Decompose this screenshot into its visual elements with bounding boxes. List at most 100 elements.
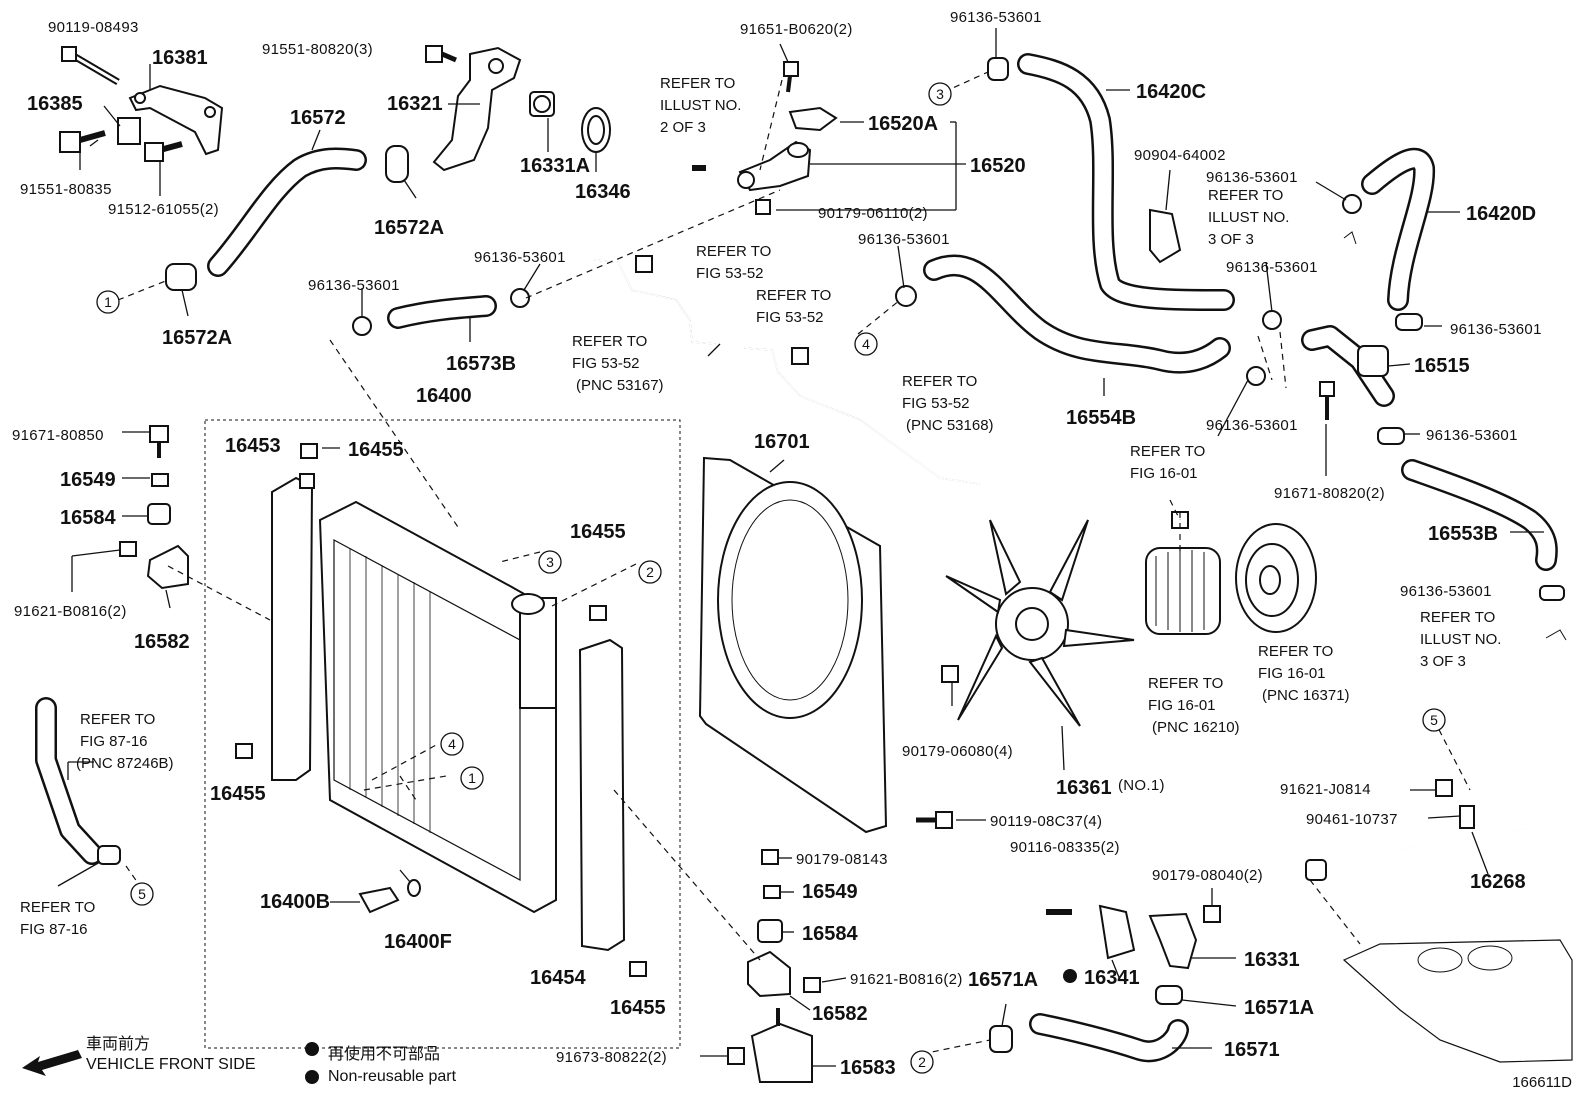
label-16549-lower: 16549 xyxy=(802,881,858,903)
pn-96136-53601-top: 96136-53601 xyxy=(950,9,1042,26)
dashed-leaders xyxy=(117,71,1471,1055)
callout-3-top: 3 xyxy=(928,82,952,106)
nut-90179-06110 xyxy=(755,199,771,215)
legend-front-jp: 車両前方 xyxy=(86,1036,151,1053)
svg-text:FIG 16-01: FIG 16-01 xyxy=(1148,697,1216,714)
label-16331: 16331 xyxy=(1244,949,1300,971)
svg-text:5: 5 xyxy=(1430,712,1438,728)
water-inlet-16331 xyxy=(1148,912,1198,970)
label-16571A-right: 16571A xyxy=(1244,997,1314,1019)
gasket-16341 xyxy=(1098,904,1136,960)
svg-text:2: 2 xyxy=(918,1054,926,1070)
clamp-96136-53601-j xyxy=(1539,585,1565,601)
pn-90116-08335: 90116-08335(2) xyxy=(1010,839,1120,856)
svg-text:FIG 53-52: FIG 53-52 xyxy=(572,355,640,372)
svg-text:3: 3 xyxy=(936,86,944,102)
hose-16571 xyxy=(1029,1013,1189,1063)
legend-nonreuse-jp: 再使用不可部品 xyxy=(328,1046,441,1063)
label-16583: 16583 xyxy=(840,1057,896,1079)
bolt-91671-80820 xyxy=(1319,381,1335,420)
cushion-16584-left xyxy=(147,503,171,525)
ref-fig-53-52-b: REFER TO FIG 53-52 xyxy=(756,287,831,326)
svg-text:ILLUST NO.: ILLUST NO. xyxy=(660,97,741,114)
svg-text:REFER TO: REFER TO xyxy=(902,373,977,390)
bolt-16455-b xyxy=(589,605,607,621)
label-16571A-left: 16571A xyxy=(968,969,1038,991)
pn-91621-B0816-lower: 91621-B0816(2) xyxy=(850,971,963,988)
pn-91551-80820: 91551-80820(3) xyxy=(262,41,373,58)
clamp-16572A-lower xyxy=(165,263,197,291)
engine-outline xyxy=(1342,939,1573,1063)
label-16453: 16453 xyxy=(225,435,281,457)
svg-text:(PNC 53168): (PNC 53168) xyxy=(906,417,994,434)
clamp-96136-53601-g xyxy=(1262,310,1282,330)
callout-1-left: 1 xyxy=(96,290,120,314)
label-16515: 16515 xyxy=(1414,355,1470,377)
pn-91621-B0816-left: 91621-B0816(2) xyxy=(14,603,127,620)
label-16553B: 16553B xyxy=(1428,523,1498,545)
label-16582-left: 16582 xyxy=(134,631,190,653)
label-16572A-lower: 16572A xyxy=(162,327,232,349)
pn-91551-80835: 91551-80835 xyxy=(20,181,112,198)
svg-text:FIG 16-01: FIG 16-01 xyxy=(1130,465,1198,482)
radiator-assembly-box xyxy=(204,419,681,1049)
pn-90179-06080: 90179-06080(4) xyxy=(902,743,1013,760)
drain-cock-16400B xyxy=(358,886,400,914)
svg-text:2 OF 3: 2 OF 3 xyxy=(660,119,706,136)
cushion-16385 xyxy=(117,117,141,145)
nut-90179-08040 xyxy=(1203,905,1221,923)
fan-pulley xyxy=(1235,523,1317,633)
bracket-16582-left xyxy=(146,544,189,590)
hose-16573B xyxy=(387,295,497,329)
pn-90179-08040: 90179-08040(2) xyxy=(1152,867,1263,884)
collar-16549-left xyxy=(151,473,169,487)
ref-illust-3of3-a: REFER TO ILLUST NO. 3 OF 3 xyxy=(1208,187,1289,248)
pn-90119-08493: 90119-08493 xyxy=(48,19,139,36)
pipe-16515 xyxy=(1301,325,1395,407)
pn-96136-53601-c: 96136-53601 xyxy=(858,231,950,248)
hose-16420D xyxy=(1361,147,1436,311)
clip-90904-64002 xyxy=(1149,208,1182,264)
clamp-96136-53601-f xyxy=(1395,313,1423,331)
svg-text:FIG 87-16: FIG 87-16 xyxy=(20,921,88,938)
label-16400: 16400 xyxy=(416,385,472,407)
pn-91512-61055: 91512-61055(2) xyxy=(108,201,219,218)
svg-text:ILLUST NO.: ILLUST NO. xyxy=(1420,631,1501,648)
svg-text:REFER TO: REFER TO xyxy=(1258,643,1333,660)
bolt-16455-c xyxy=(235,743,253,759)
ref-fig-87-16-pnc87246b: REFER TO FIG 87-16 (PNC 87246B) xyxy=(76,711,174,772)
pn-91671-80820: 91671-80820(2) xyxy=(1274,485,1385,502)
legend-dot-jp xyxy=(305,1042,319,1056)
oil-cooler-tube-upper xyxy=(593,255,717,345)
bolt-91621-J0814 xyxy=(1435,779,1453,797)
bracket-16583 xyxy=(750,1008,813,1083)
bracket-16381 xyxy=(128,84,224,156)
bolt-91671-80850 xyxy=(149,425,169,458)
callout-2-radiator: 2 xyxy=(638,560,662,584)
clamp-96136-53601-e xyxy=(1342,194,1362,214)
pn-96136-53601-d: 96136-53601 xyxy=(474,249,566,266)
o-ring-16400F xyxy=(407,879,421,897)
label-16549-left: 16549 xyxy=(60,469,116,491)
collar-16549-lower xyxy=(763,885,781,899)
fan-16361 xyxy=(945,519,1135,727)
svg-text:(PNC 16371): (PNC 16371) xyxy=(1262,687,1350,704)
bolt-16455-a xyxy=(300,443,318,459)
svg-text:REFER TO: REFER TO xyxy=(572,333,647,350)
callout-1-radiator: 1 xyxy=(460,766,484,790)
gasket-16520A xyxy=(788,106,838,132)
ref-fig-87-16: REFER TO FIG 87-16 xyxy=(20,899,95,938)
svg-text:(PNC 16210): (PNC 16210) xyxy=(1152,719,1240,736)
hose-16420C xyxy=(1017,53,1235,311)
label-16701: 16701 xyxy=(754,431,810,453)
label-16582-lower: 16582 xyxy=(812,1003,868,1025)
bolt-91621-B0816-left xyxy=(119,541,137,557)
svg-text:3: 3 xyxy=(546,554,554,570)
fluid-coupling xyxy=(1145,511,1221,635)
callout-4-hose: 4 xyxy=(854,332,878,356)
label-16520: 16520 xyxy=(970,155,1026,177)
label-16520A: 16520A xyxy=(868,113,938,135)
support-16454 xyxy=(578,638,626,952)
label-16400F: 16400F xyxy=(384,931,452,953)
